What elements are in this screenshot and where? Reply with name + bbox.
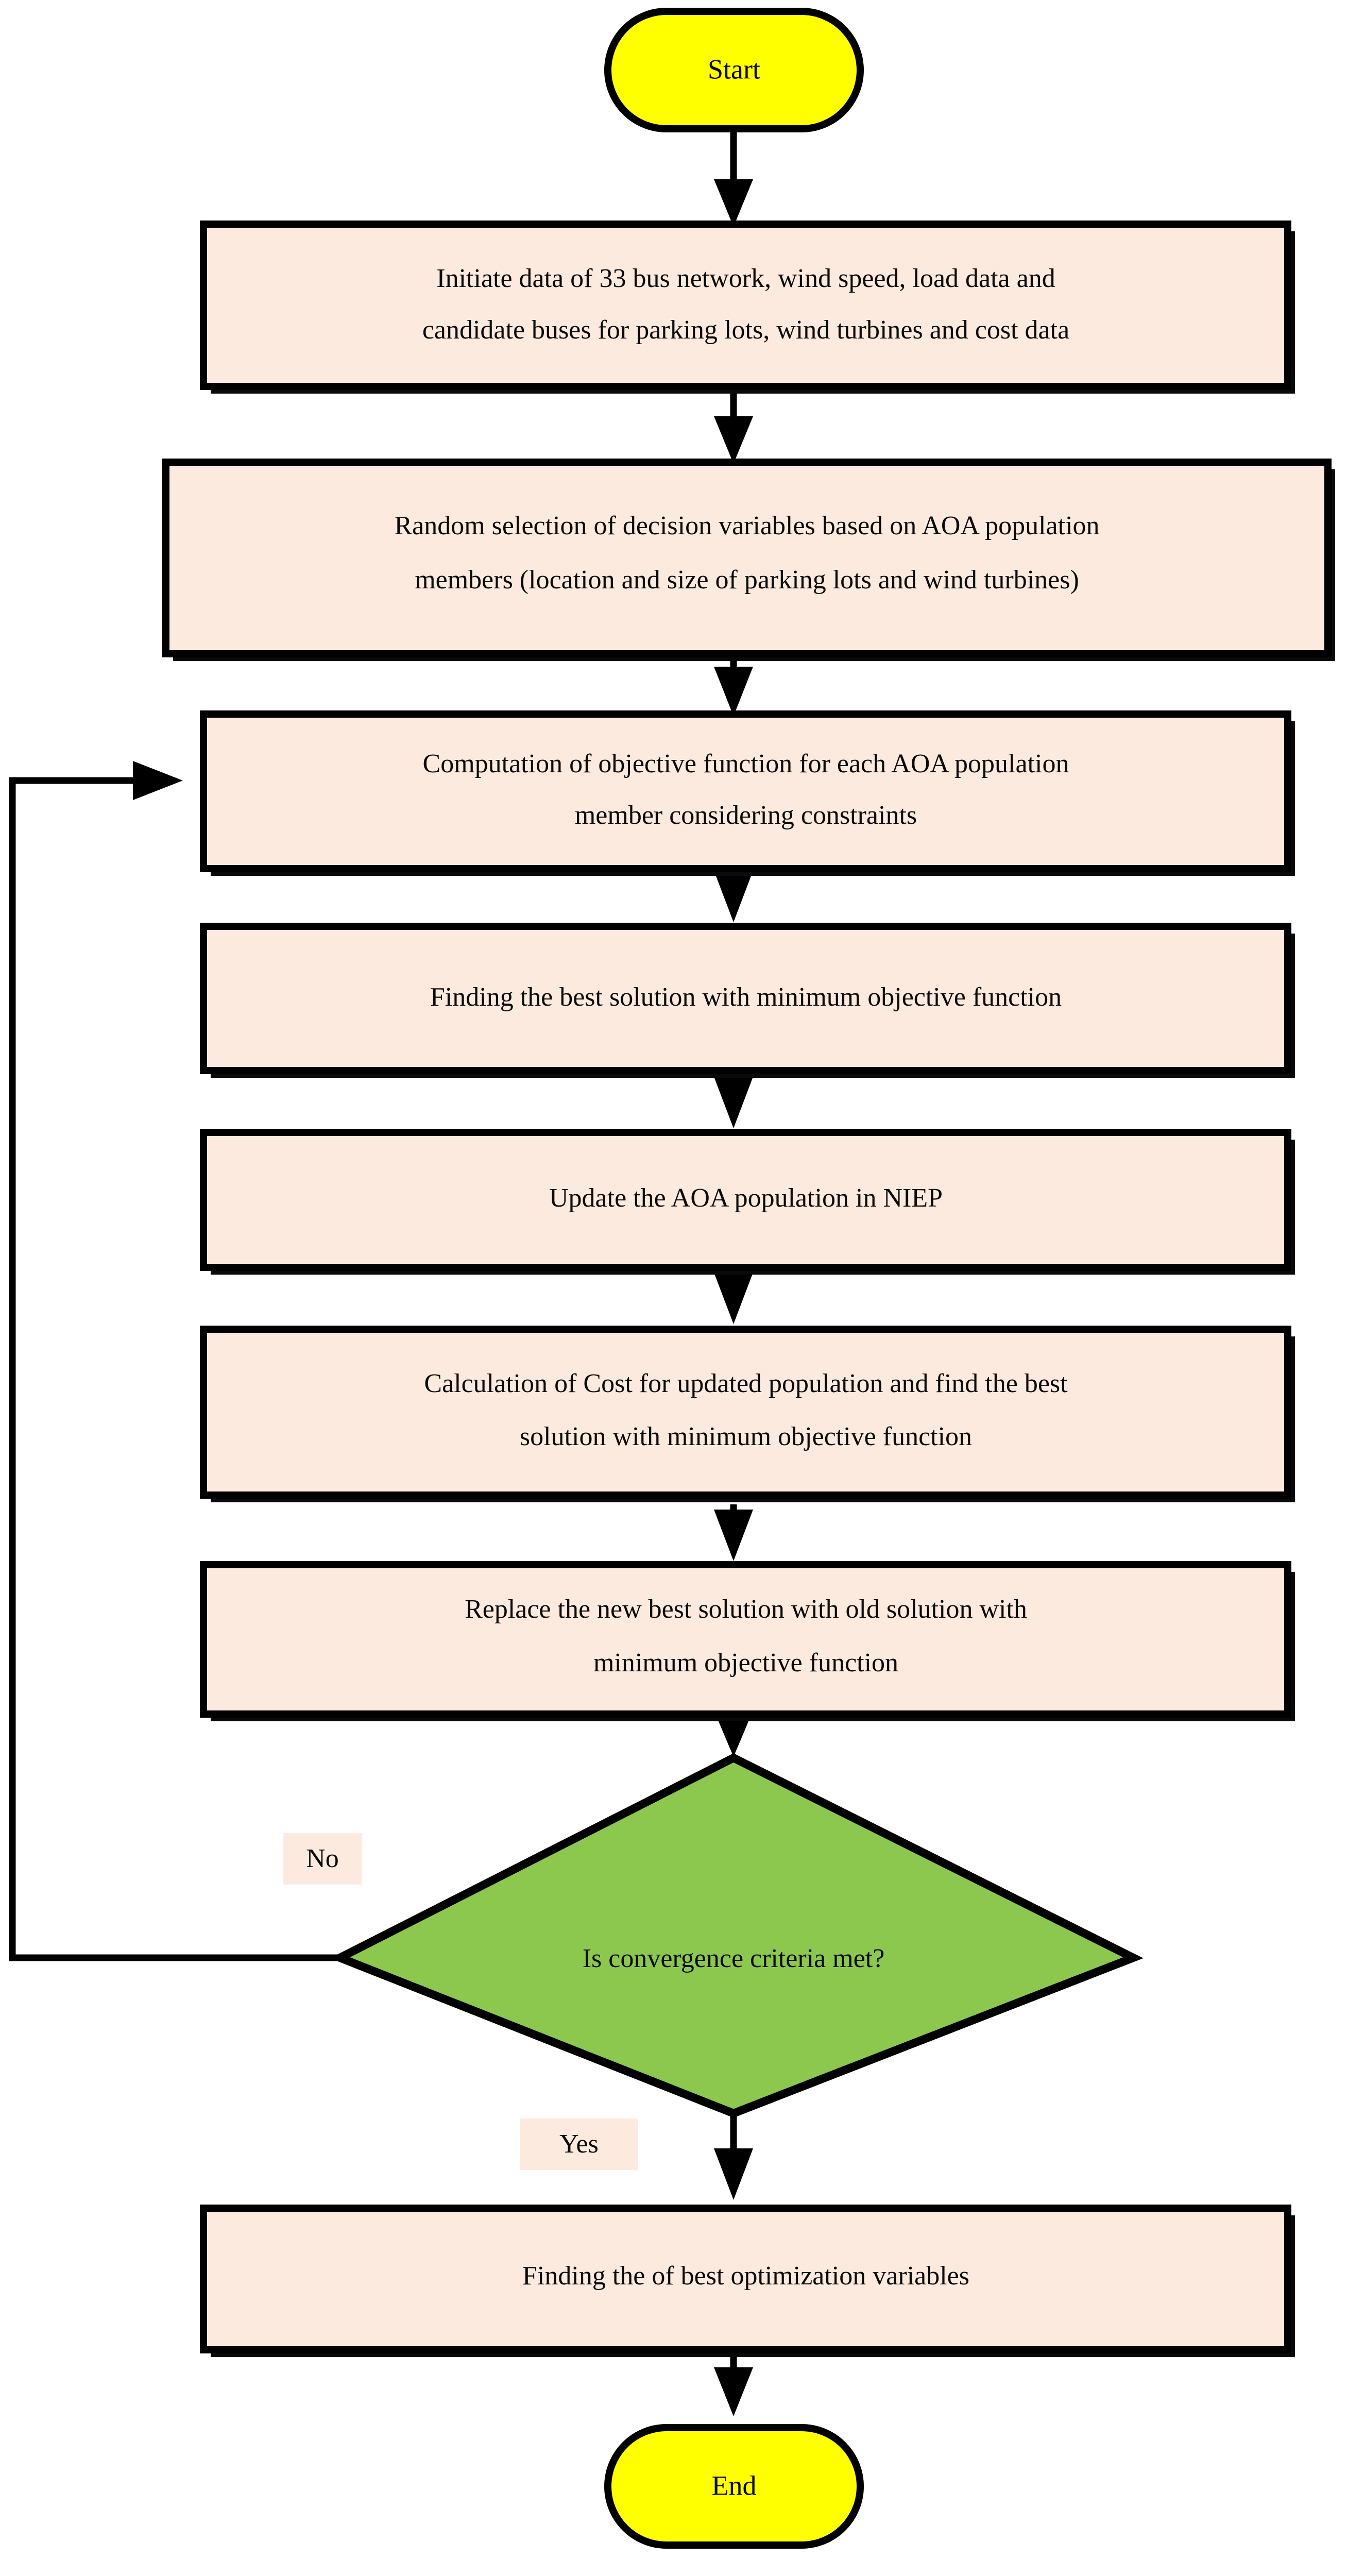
node-initiate-data[interactable]: Initiate data of 33 bus network, wind sp… bbox=[200, 221, 1295, 394]
edge-label-no: No bbox=[283, 1833, 362, 1885]
node-update-population-label: Update the AOA population in NIEP bbox=[549, 1183, 943, 1213]
node-start[interactable]: Start bbox=[604, 8, 864, 132]
node-computation-objective[interactable]: Computation of objective function for ea… bbox=[200, 710, 1295, 876]
node-convergence-decision[interactable]: Is convergence criteria met? bbox=[330, 1753, 1144, 2118]
node-finding-best-solution[interactable]: Finding the best solution with minimum o… bbox=[200, 923, 1295, 1078]
node-random-selection-line-2: members (location and size of parking lo… bbox=[415, 565, 1079, 595]
node-initiate-data-line-1: Initiate data of 33 bus network, wind sp… bbox=[436, 264, 1055, 293]
node-finding-optimization-variables-label: Finding the of best optimization variabl… bbox=[522, 2261, 969, 2291]
edge-finding-to-update bbox=[714, 1077, 753, 1128]
node-calculation-cost[interactable]: Calculation of Cost for updated populati… bbox=[200, 1326, 1295, 1502]
edge-start-to-initiate bbox=[714, 129, 753, 227]
edge-label-yes: Yes bbox=[520, 2119, 638, 2170]
node-convergence-decision-label: Is convergence criteria met? bbox=[583, 1944, 885, 1973]
node-calculation-cost-line-2: solution with minimum objective function bbox=[520, 1422, 972, 1451]
node-finding-optimization-variables[interactable]: Finding the of best optimization variabl… bbox=[200, 2205, 1295, 2357]
node-end-label: End bbox=[712, 2470, 757, 2501]
node-random-selection[interactable]: Random selection of decision variables b… bbox=[162, 459, 1335, 661]
edge-random-to-computation bbox=[714, 657, 753, 716]
node-update-population[interactable]: Update the AOA population in NIEP bbox=[200, 1129, 1295, 1275]
node-end[interactable]: End bbox=[604, 2424, 864, 2549]
edge-computation-to-finding bbox=[714, 871, 753, 922]
node-random-selection-line-1: Random selection of decision variables b… bbox=[394, 511, 1099, 540]
node-computation-objective-line-1: Computation of objective function for ea… bbox=[423, 749, 1069, 778]
edge-decision-yes-to-finding-variables bbox=[714, 2112, 753, 2200]
node-replace-solution-line-1: Replace the new best solution with old s… bbox=[465, 1595, 1027, 1624]
edge-label-yes-text: Yes bbox=[559, 2129, 599, 2159]
node-initiate-data-line-2: candidate buses for parking lots, wind t… bbox=[422, 315, 1069, 345]
node-replace-solution[interactable]: Replace the new best solution with old s… bbox=[200, 1561, 1295, 1721]
node-replace-solution-line-2: minimum objective function bbox=[593, 1648, 898, 1677]
edge-update-to-calculation bbox=[714, 1273, 753, 1324]
node-start-label: Start bbox=[708, 54, 760, 84]
edge-calculation-to-replace bbox=[714, 1504, 753, 1561]
node-computation-objective-line-2: member considering constraints bbox=[575, 801, 917, 830]
edge-finding-variables-to-end bbox=[714, 2357, 753, 2416]
node-calculation-cost-line-1: Calculation of Cost for updated populati… bbox=[424, 1369, 1068, 1398]
edge-label-no-text: No bbox=[306, 1844, 339, 1873]
edge-initiate-to-random bbox=[714, 393, 753, 464]
edge-decision-no-feedback-loop bbox=[9, 761, 340, 1961]
node-finding-best-solution-label: Finding the best solution with minimum o… bbox=[430, 982, 1062, 1012]
